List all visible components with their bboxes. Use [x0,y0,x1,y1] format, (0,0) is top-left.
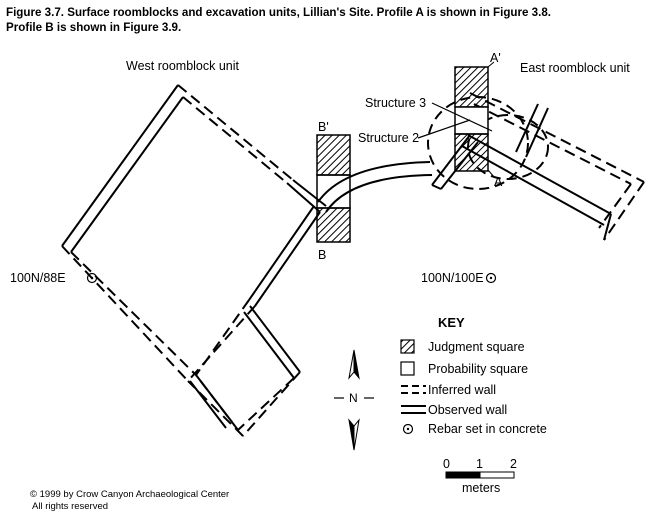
north-label: N [349,391,358,405]
profile-a-tick [487,169,496,179]
connecting-wall [317,161,433,213]
west-observed-wall-se-outer [254,211,321,307]
datum-east: 100N/100E [421,271,497,285]
north-arrow-head-left [348,349,355,380]
structure-2-leader [417,119,471,139]
west-observed-wall-nw-inner [70,96,184,253]
caption-line-1: Figure 3.7. Surface roomblocks and excav… [6,6,552,19]
north-arrow: N [334,349,374,451]
figure-caption: Figure 3.7. Surface roomblocks and excav… [6,5,651,35]
annex-observed-wall-w-outer [195,374,233,423]
legend-rebar-label: Rebar set in concrete [428,422,547,436]
legend-rebar-icon [402,423,414,435]
copyright-line-2: All rights reserved [32,501,108,512]
datum-west: 100N/88E [10,271,98,285]
rebar-east-icon [485,272,497,284]
east-inferred-wall-n-outer [469,92,645,183]
judgment-square-a-south [454,133,489,172]
rebar-west-icon [86,272,98,284]
west-inferred-wall-ne-outer [177,84,294,181]
connecting-wall-inner [325,174,433,213]
west-inferred-wall-ne-inner [182,96,288,184]
legend-judgment-square-icon [400,339,415,354]
judgment-square-a-north [454,66,489,108]
west-inferred-wall-se2-outer [187,305,256,382]
legend: KEY Judgment square Probability square I… [400,315,547,436]
west-inferred-wall-sw-inner [70,251,197,376]
north-arrow-tail-left [348,418,355,451]
profile-a-prime-tick [487,61,495,68]
north-arrow-head-right [353,349,360,380]
east-roomblock-label: East roomblock unit [520,61,630,75]
scale-segment-black [445,471,481,479]
scale-unit-label: meters [462,481,500,495]
judgment-square-b-north [316,134,351,176]
west-observed-wall-se-inner [248,205,315,301]
east-observed-wall-cross-outer [515,103,539,153]
structure-3-label: Structure 3 [365,96,426,110]
judgment-square-b-south [316,207,351,243]
legend-observed-wall-icon [401,405,426,414]
east-inferred-wall-e-outer [603,181,645,241]
rebar-east-dot [489,276,493,280]
east-inferred-wall-n-inner [473,103,632,185]
west-inferred-wall-sw-outer [61,245,189,382]
copyright-line-1: © 1999 by Crow Canyon Archaeological Cen… [30,489,229,500]
legend-inferred-wall-icon [401,385,426,394]
west-observed-wall-ne-outer [292,179,327,207]
annex-inferred-wall-s-outer [242,371,301,437]
connecting-wall-outer [317,161,431,203]
east-inferred-wall-e-inner [598,183,632,229]
caption-line-2: Profile B is shown in Figure 3.9. [6,21,182,34]
scale-tick-1: 1 [476,457,483,471]
datum-east-label: 100N/100E [421,271,484,285]
legend-probability-square-icon [400,361,415,376]
legend-judgment-label: Judgment square [428,340,525,354]
profile-a-units [454,66,489,172]
west-inferred-wall-se2-inner [195,299,250,376]
probability-square-a [454,106,489,135]
north-arrow-tail-right [353,418,360,451]
east-observed-wall-s-outer [467,134,612,215]
legend-probability-label: Probability square [428,362,528,376]
datum-west-label: 100N/88E [10,271,66,285]
annex-observed-wall-w-inner [189,380,227,429]
annex-inferred-wall-w-outer [187,380,244,437]
east-observed-wall-cross-inner [525,107,549,158]
annex-inferred-wall-s-inner [237,377,295,431]
west-observed-wall-nw-outer [61,84,179,247]
scale-segment-white [479,471,515,479]
east-observed-wall-w-end [431,184,442,190]
legend-rebar-dot [406,427,410,431]
legend-observed-label: Observed wall [428,403,507,417]
west-roomblock [61,84,327,437]
east-observed-wall-se [603,213,612,241]
legend-inferred-label: Inferred wall [428,383,496,397]
profile-a-prime-label: A' [490,51,501,65]
structure-2-label: Structure 2 [358,131,419,145]
annex-observed-wall-e-outer [249,305,301,373]
annex-observed-wall-e-inner [243,311,295,379]
probability-square-b [316,174,351,209]
west-roomblock-label: West roomblock unit [126,59,240,73]
scale-tick-0: 0 [443,457,450,471]
structure-3-leader [431,102,493,132]
scale-tick-2: 2 [510,457,517,471]
rebar-west-dot [90,276,94,280]
legend-title: KEY [438,315,465,330]
profile-b-units [316,134,351,243]
west-observed-wall-ne-inner [286,182,321,213]
profile-b-prime-label: B' [318,120,329,134]
scale-bar: 0 1 2 meters [443,457,517,495]
profile-a-label: A [494,175,503,189]
profile-b-label: B [318,248,326,262]
